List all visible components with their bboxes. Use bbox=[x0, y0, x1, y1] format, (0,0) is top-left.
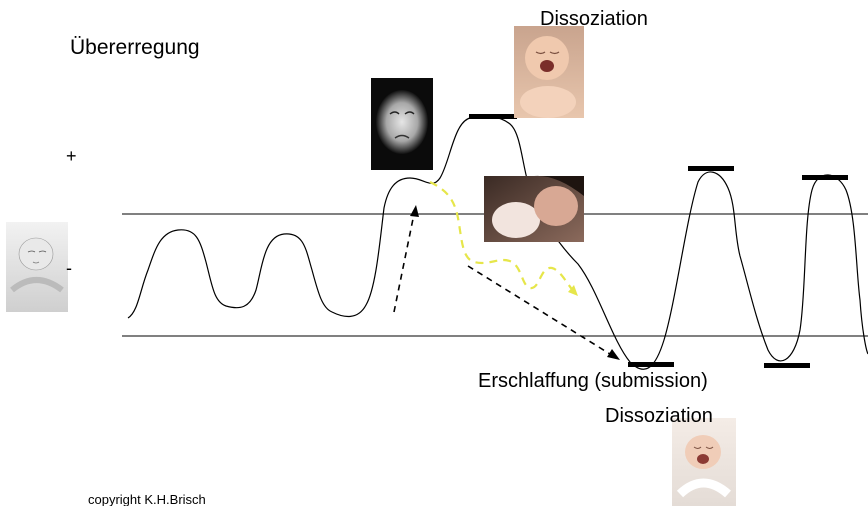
plus-label: + bbox=[66, 146, 77, 167]
peak-bar-3 bbox=[802, 175, 848, 180]
rise-arrow bbox=[394, 214, 414, 312]
submission-label: Erschlaffung (submission) bbox=[478, 370, 708, 393]
rise-arrowhead bbox=[410, 205, 419, 217]
overexcitation-label: Übererregung bbox=[70, 36, 200, 60]
minus-label: - bbox=[66, 258, 72, 279]
peak-bar-2 bbox=[688, 166, 734, 171]
arousal-curve bbox=[128, 116, 868, 369]
trough-bar-2 bbox=[764, 363, 810, 368]
sleeping-baby-photo bbox=[6, 222, 68, 312]
trough-bar-submission bbox=[628, 362, 674, 367]
crying-baby-photo-bottom bbox=[672, 418, 736, 506]
crying-baby-photo-top bbox=[514, 26, 584, 118]
copyright-label: copyright K.H.Brisch bbox=[88, 492, 206, 506]
dissociation-bottom-label: Dissoziation bbox=[605, 405, 713, 428]
peak-bar-dissociation bbox=[469, 114, 517, 119]
drop-arrow bbox=[468, 266, 610, 354]
dissociation-top-label: Dissoziation bbox=[540, 8, 648, 31]
mother-baby-photo bbox=[484, 176, 584, 242]
drop-arrowhead bbox=[607, 349, 620, 360]
worried-baby-photo bbox=[371, 78, 433, 170]
